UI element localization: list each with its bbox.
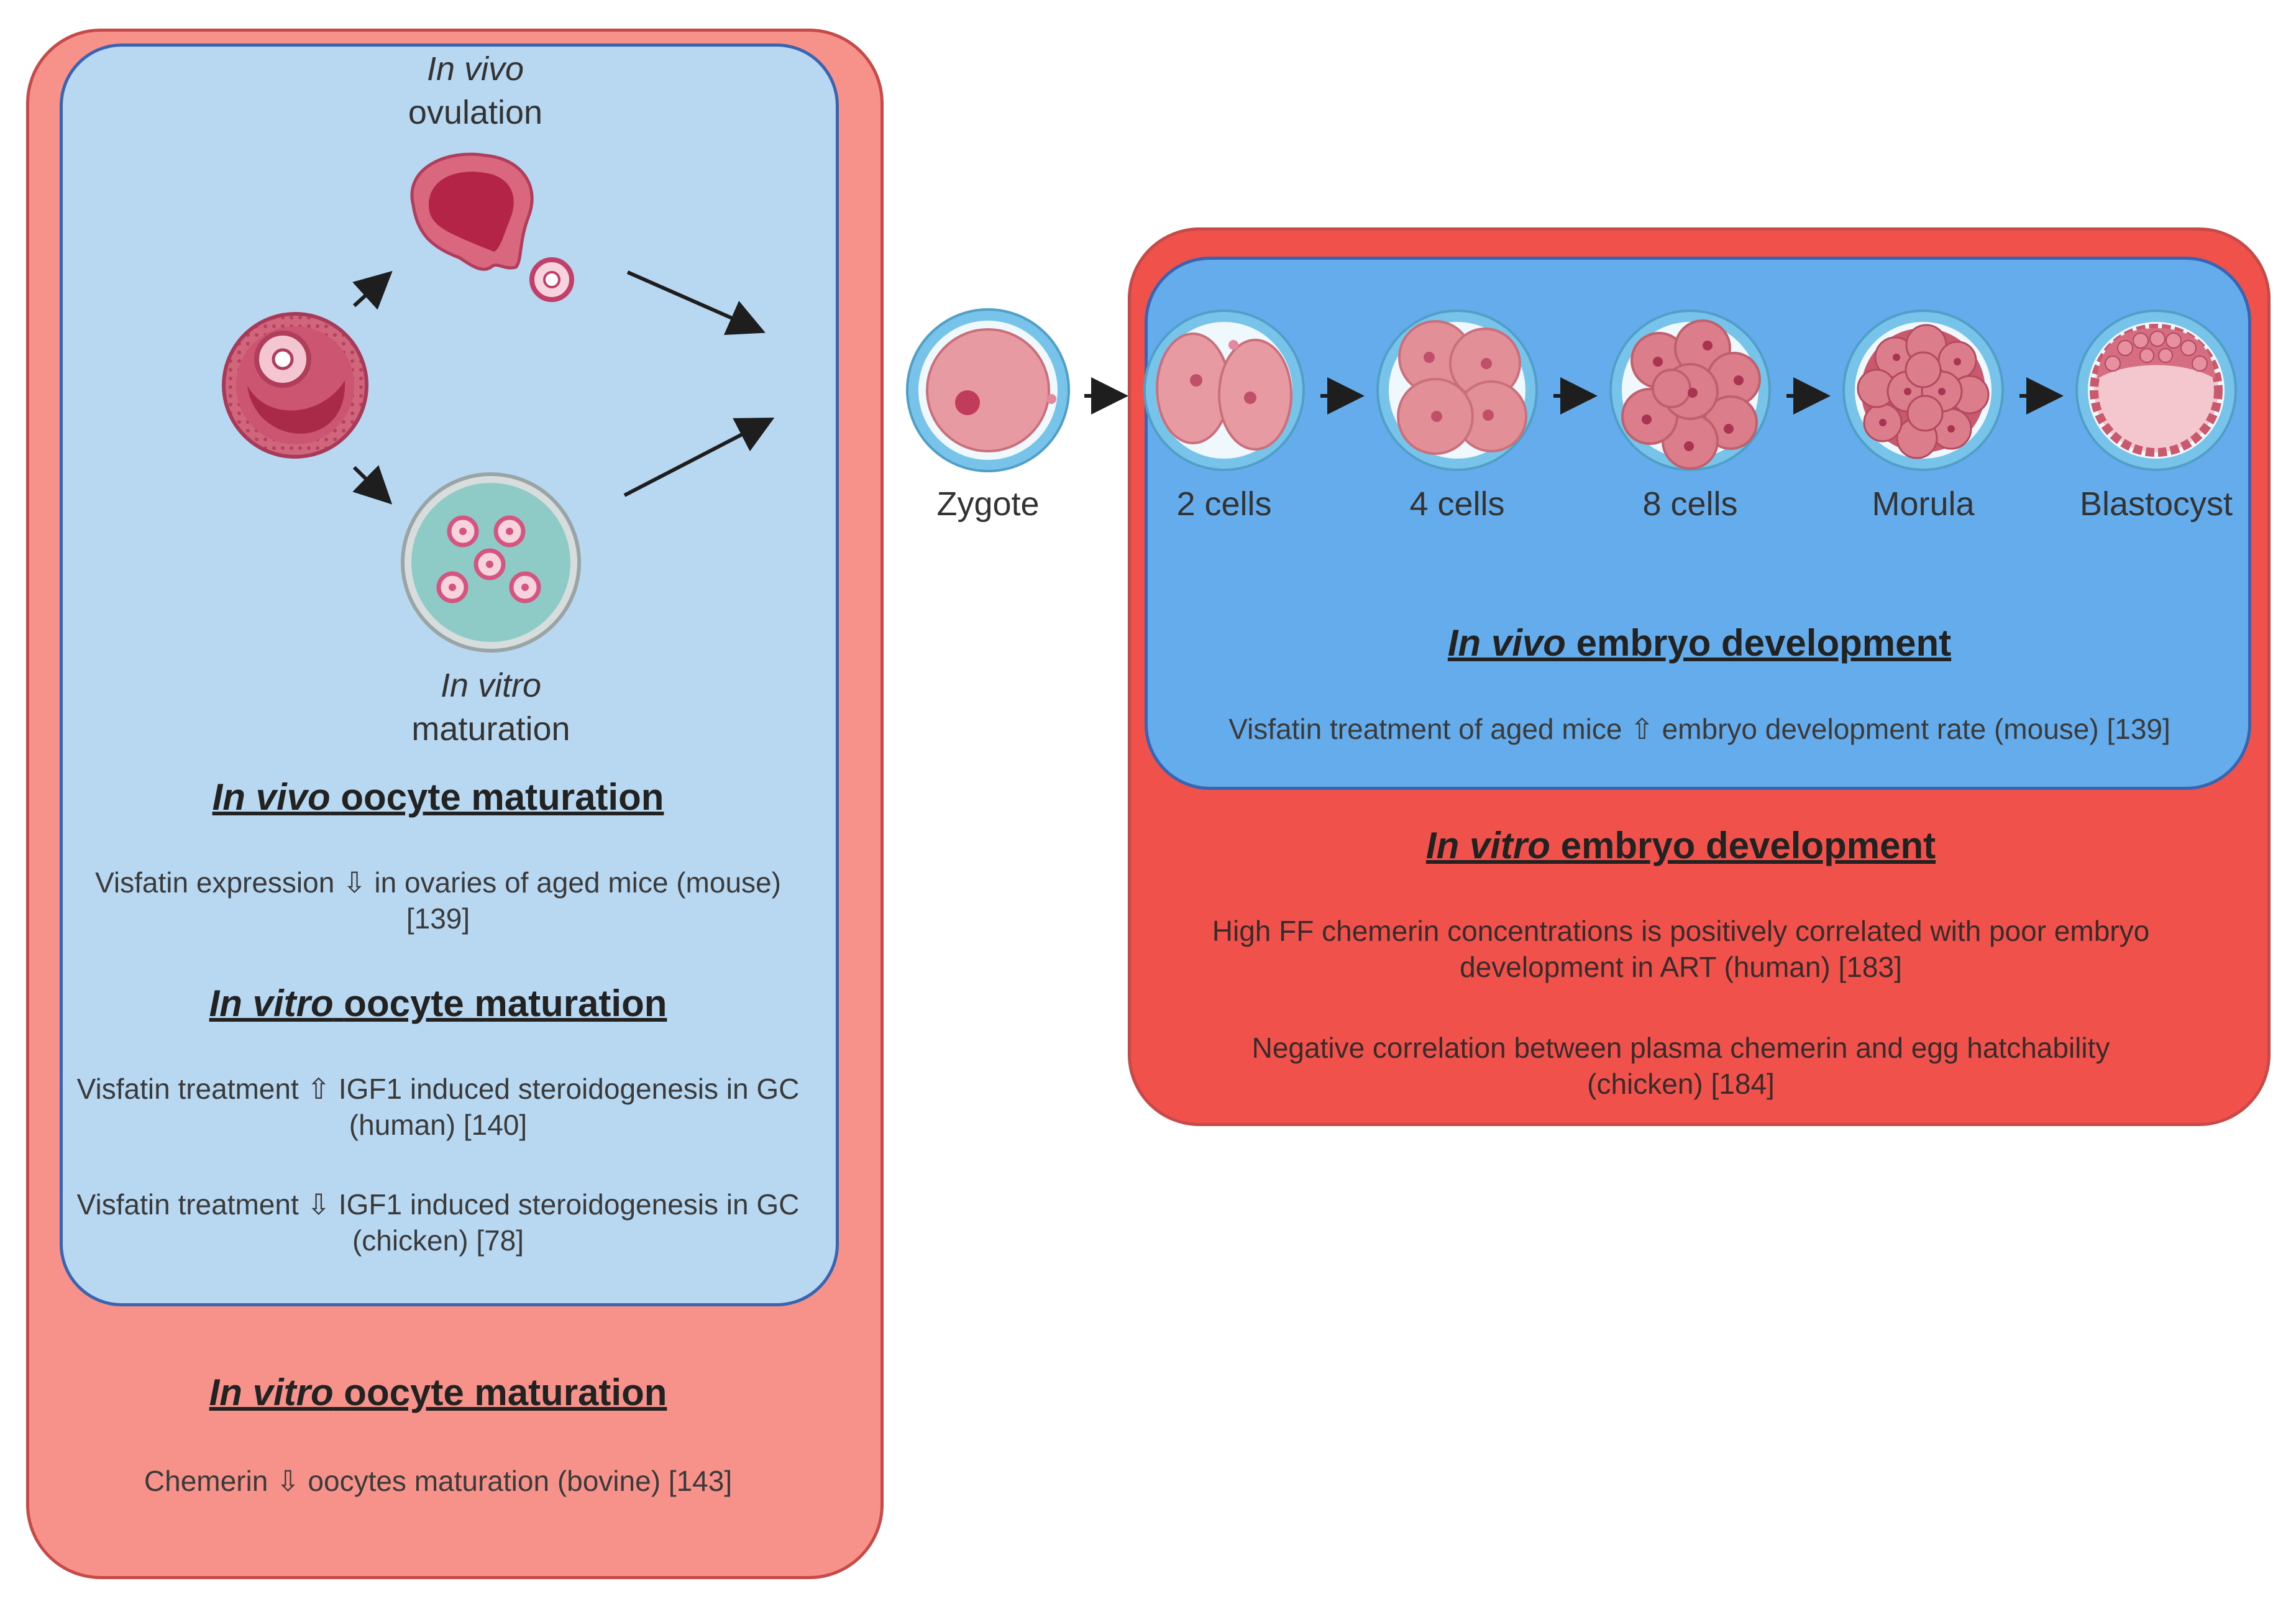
- stage-label-blastocyst: Blastocyst: [2079, 485, 2233, 523]
- stage-label-8-cells: 8 cells: [1642, 485, 1738, 523]
- outer-in-vitro-oocyte-heading: In vitro oocyte maturation: [62, 1371, 814, 1414]
- in-vitro-oocyte-heading-text: oocyte maturation: [344, 983, 667, 1024]
- follicle-icon: [222, 312, 368, 459]
- two-cell-embryo-icon: [1143, 309, 1305, 471]
- stage-label-2-cells: 2 cells: [1176, 485, 1272, 523]
- in-vivo-embryo-heading: In vivo embryo development: [1156, 621, 2243, 664]
- four-cell-embryo-icon: [1376, 309, 1538, 471]
- zygote-label: Zygote: [936, 485, 1040, 523]
- in-vivo-embryo-heading-italic: In vivo: [1447, 622, 1566, 664]
- ovulation-label: In vivo ovulation: [373, 47, 578, 134]
- in-vivo-oocyte-heading-italic: In vivo: [212, 776, 331, 818]
- left-flow-arrows: [352, 270, 775, 505]
- outer-in-vitro-oocyte-heading-text: oocyte maturation: [344, 1372, 667, 1413]
- in-vitro-oocyte-heading-italic: In vitro: [209, 983, 334, 1024]
- in-vivo-oocyte-heading-text: oocyte maturation: [341, 776, 664, 818]
- in-vitro-oocyte-heading: In vitro oocyte maturation: [62, 982, 814, 1025]
- ovulation-label-italic: In vivo: [426, 50, 524, 88]
- morula-icon: [1842, 309, 2004, 471]
- in-vitro-embryo-text-1: High FF chemerin concentrations is posit…: [1212, 915, 2150, 983]
- in-vivo-embryo-heading-text: embryo development: [1576, 622, 1952, 664]
- stage-label-morula: Morula: [1872, 485, 1975, 523]
- in-vitro-embryo-text-2: Negative correlation between plasma chem…: [1251, 1032, 2110, 1100]
- zygote-icon: [906, 308, 1070, 472]
- outer-in-vitro-oocyte-text: Chemerin ⇩ oocytes maturation (bovine) […: [144, 1465, 733, 1497]
- in-vivo-oocyte-heading: In vivo oocyte maturation: [62, 776, 814, 818]
- blastocyst-icon: [2075, 309, 2237, 471]
- stage-label-4-cells: 4 cells: [1409, 485, 1505, 523]
- in-vitro-embryo-heading-italic: In vitro: [1425, 825, 1550, 866]
- ivm-label: In vitro maturation: [385, 664, 597, 751]
- in-vivo-oocyte-text: Visfatin expression ⇩ in ovaries of aged…: [95, 866, 781, 935]
- in-vitro-embryo-heading-text: embryo development: [1560, 825, 1936, 866]
- in-vitro-oocyte-text-2: Visfatin treatment ⇩ IGF1 induced steroi…: [76, 1188, 800, 1257]
- in-vitro-oocyte-text-1: Visfatin treatment ⇧ IGF1 induced steroi…: [76, 1073, 800, 1141]
- eight-cell-embryo-icon: [1609, 309, 1771, 471]
- petri-dish-icon: [401, 472, 581, 653]
- outer-in-vitro-oocyte-heading-italic: In vitro: [209, 1372, 334, 1413]
- ovulation-label-text: ovulation: [408, 94, 543, 132]
- ovulation-icon: [410, 152, 574, 302]
- ivm-label-italic: In vitro: [440, 667, 542, 704]
- ivm-label-text: maturation: [411, 710, 570, 748]
- in-vitro-embryo-heading: In vitro embryo development: [1143, 824, 2218, 867]
- in-vivo-embryo-text: Visfatin treatment of aged mice ⇧ embryo…: [1228, 713, 2170, 745]
